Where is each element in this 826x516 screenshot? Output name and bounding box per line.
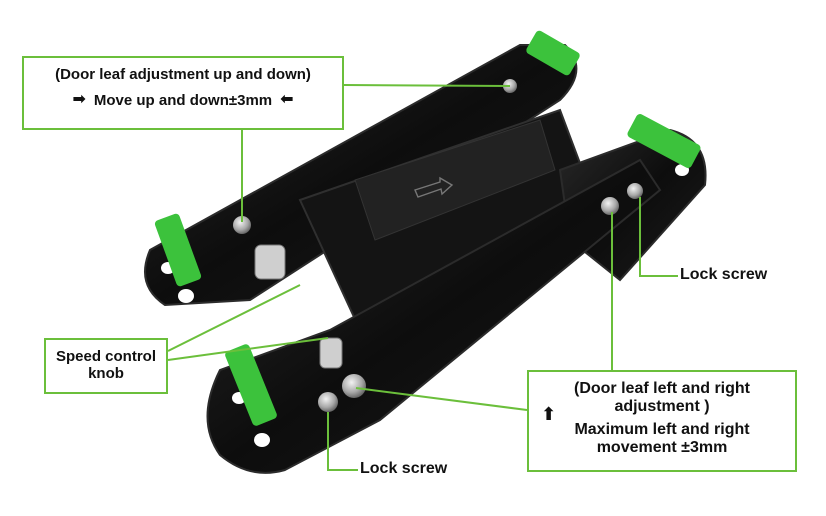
green-clip-right xyxy=(627,114,701,168)
green-clip-left xyxy=(154,213,202,287)
arrow-left-icon: ⬅ xyxy=(280,91,294,109)
screw-adjust-bottom xyxy=(342,374,366,398)
lower-arm xyxy=(206,158,662,474)
up-down-title: (Door leaf adjustment up and down) xyxy=(55,66,311,83)
green-clip-bottom xyxy=(225,344,277,426)
speed-knob-line2: knob xyxy=(88,365,124,383)
screw-adjust-right xyxy=(601,197,619,215)
left-right-range: movement ±3mm xyxy=(596,439,728,457)
arrow-up-icon: ⬆ xyxy=(541,404,557,424)
left-right-title-2: adjustment ) xyxy=(614,398,710,416)
screw-lock-bottom xyxy=(318,392,338,412)
arrow-right-icon: ➡ xyxy=(72,91,86,109)
screw-lock-right xyxy=(627,183,643,199)
speed-knob-line1: Speed control xyxy=(55,348,156,365)
screw-up-down-left xyxy=(233,216,251,234)
green-clip-top xyxy=(526,30,580,76)
left-right-title: (Door leaf left and right xyxy=(574,380,750,397)
callout-speed-control-knob: Speed control knob xyxy=(44,338,168,394)
left-right-max: Maximum left and right xyxy=(574,420,750,438)
speed-knob-gear xyxy=(254,244,286,280)
label-lock-screw-right: Lock screw xyxy=(680,266,768,283)
speed-knob-gear-2 xyxy=(319,337,343,369)
label-lock-screw-bottom: Lock screw xyxy=(360,460,448,477)
callout-left-right-adjustment: ⬆ (Door leaf left and right adjustment )… xyxy=(527,370,797,472)
up-down-range: Move up and down±3mm xyxy=(93,91,273,109)
leader-lines xyxy=(167,84,678,471)
callout-up-down-adjustment: (Door leaf adjustment up and down) ➡ Mov… xyxy=(22,56,344,130)
